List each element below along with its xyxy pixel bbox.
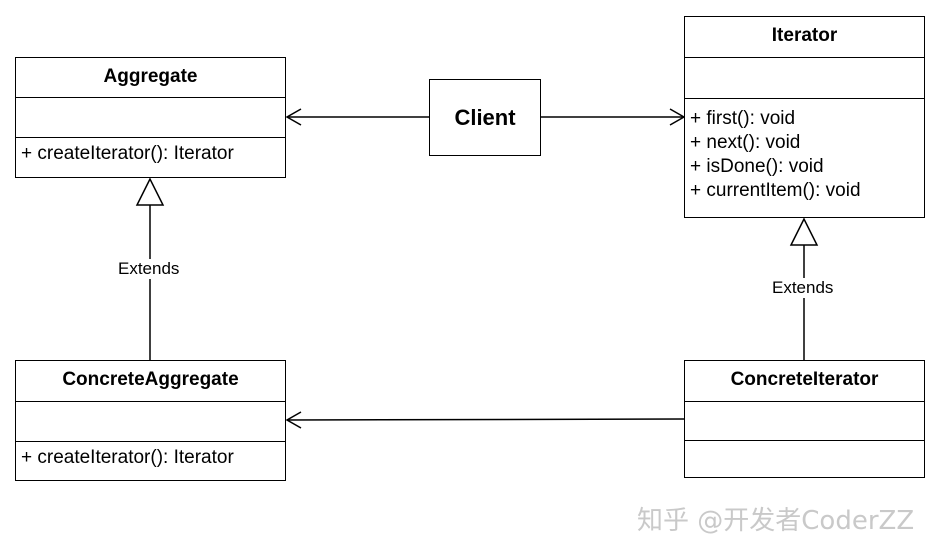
iterator-operation-currentitem: + currentItem(): void: [690, 180, 861, 201]
concrete-iterator-operations: [685, 440, 924, 477]
concrete-aggregate-class-name: ConcreteAggregate: [62, 369, 239, 390]
aggregate-class-name: Aggregate: [103, 66, 198, 87]
client-to-aggregate-arrowhead: [285, 108, 302, 126]
concrete-iterator-class-name: ConcreteIterator: [730, 369, 879, 390]
extends-left-label: Extends: [116, 259, 182, 279]
concrete-iterator-attributes: [685, 401, 924, 440]
iterator-operation-next: + next(): void: [690, 132, 801, 153]
iterator-to-aggregate-arrowhead: [285, 411, 302, 429]
iterator-operation-first: + first(): void: [690, 108, 796, 129]
aggregate-operation: + createIterator(): Iterator: [21, 143, 234, 164]
watermark: 知乎 @开发者CoderZZ: [637, 506, 915, 536]
client-box[interactable]: Client: [429, 79, 541, 156]
concrete-aggregate-operations: + createIterator(): Iterator: [16, 441, 285, 470]
extends-left-triangle: [135, 177, 165, 206]
iterator-class-name: Iterator: [771, 25, 838, 46]
concrete-aggregate-operation: + createIterator(): Iterator: [21, 447, 234, 468]
concrete-iterator-class[interactable]: ConcreteIterator: [684, 360, 925, 478]
aggregate-operations: + createIterator(): Iterator: [16, 137, 285, 166]
client-label: Client: [454, 104, 516, 130]
iterator-attributes: [685, 57, 924, 98]
concrete-aggregate-class[interactable]: ConcreteAggregate + createIterator(): It…: [15, 360, 286, 481]
extends-right-label: Extends: [770, 278, 836, 298]
iterator-class[interactable]: Iterator + first(): void + next(): void …: [684, 16, 925, 218]
iterator-operation-isdone: + isDone(): void: [690, 156, 824, 177]
aggregate-class[interactable]: Aggregate + createIterator(): Iterator: [15, 57, 286, 178]
extends-right-triangle: [789, 217, 819, 246]
iterator-operations: + first(): void + next(): void + isDone(…: [685, 98, 924, 203]
iterator-to-aggregate-line: [286, 418, 685, 421]
aggregate-attributes: [16, 97, 285, 137]
concrete-aggregate-attributes: [16, 401, 285, 441]
